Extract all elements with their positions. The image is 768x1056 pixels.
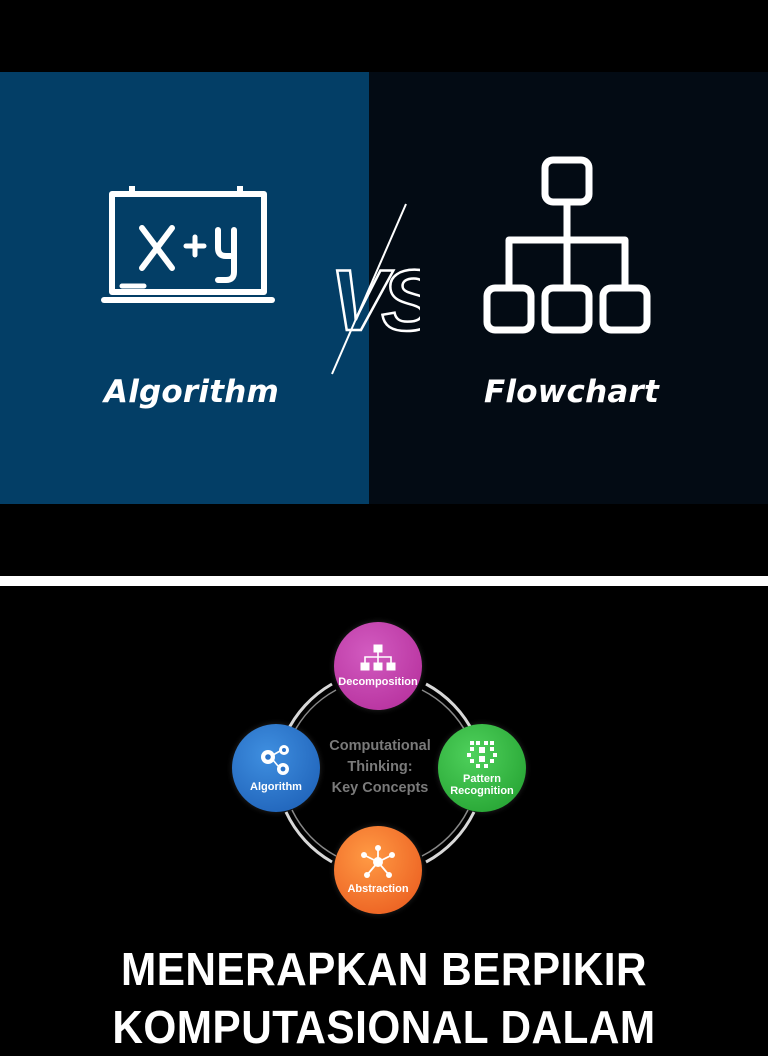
center-concept-text: Computational Thinking: Key Concepts <box>320 736 440 799</box>
decomposition-node: Decomposition <box>334 622 422 710</box>
pattern-recognition-label: Pattern Recognition <box>450 773 514 797</box>
gears-icon <box>261 745 289 775</box>
headline-line-1: MENERAPKAN BERPIKIR <box>120 943 648 995</box>
center-line-3: Key Concepts <box>331 780 429 796</box>
abstraction-label: Abstraction <box>347 883 409 895</box>
flowchart-icon <box>483 156 651 334</box>
computational-thinking-card: Decomposition Pattern Recognition <box>10 586 758 1053</box>
headline: MENERAPKAN BERPIKIR KOMPUTASIONAL DALAM <box>40 940 728 1056</box>
vs-mark: VS <box>329 203 420 375</box>
algorithm-node: Algorithm <box>232 724 320 812</box>
algorithm-vs-flowchart-banner: Algorithm Flowchart VS <box>0 72 768 504</box>
vs-text: VS <box>330 253 420 349</box>
hierarchy-icon <box>360 644 396 671</box>
pattern-label-line2: Recognition <box>450 785 514 797</box>
section-divider <box>0 576 768 586</box>
concept-ring <box>284 682 476 864</box>
pattern-grid-icon <box>467 741 497 768</box>
formula-board-icon <box>101 186 275 303</box>
flowchart-label: Flowchart <box>484 374 660 410</box>
center-line-2: Thinking: <box>347 759 413 775</box>
center-line-1: Computational <box>329 738 431 754</box>
pattern-label-line1: Pattern <box>463 773 501 785</box>
decomposition-label: Decomposition <box>338 676 418 688</box>
algorithm-label: Algorithm <box>104 374 280 410</box>
banner-right-panel: Flowchart <box>369 72 768 504</box>
banner-left-panel: Algorithm <box>0 72 369 504</box>
pattern-recognition-node: Pattern Recognition <box>438 724 526 812</box>
algorithm-node-label: Algorithm <box>250 781 302 793</box>
network-node-icon <box>361 845 395 878</box>
headline-line-2: KOMPUTASIONAL DALAM <box>112 1001 656 1053</box>
abstraction-node: Abstraction <box>334 826 422 914</box>
